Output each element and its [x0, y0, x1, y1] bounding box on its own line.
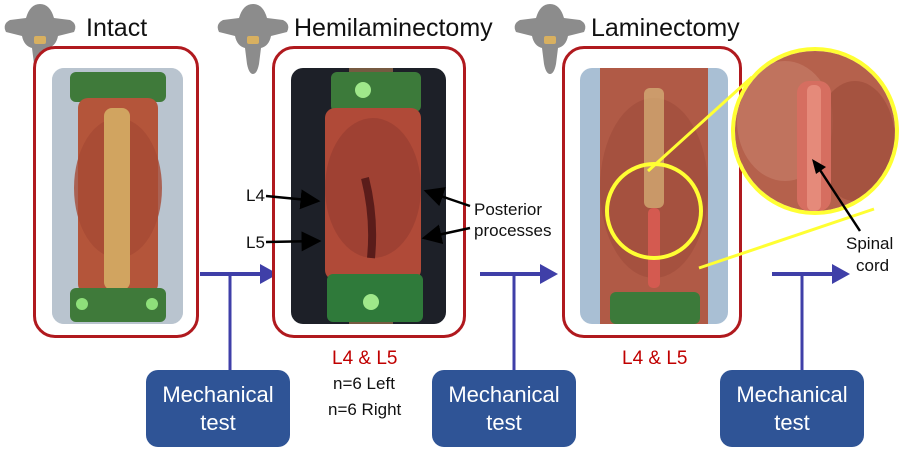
specimen-photo-laminectomy [580, 68, 728, 324]
mechanical-test-box-1: Mechanical test [146, 370, 290, 447]
test-label-line1: Mechanical [448, 381, 560, 407]
process-arrow-3 [772, 264, 850, 372]
hemi-levels-label: L4 & L5 [332, 348, 398, 369]
hemi-left-count: n=6 Left [333, 374, 395, 393]
stage-title-intact: Intact [86, 14, 148, 42]
process-arrow-1 [200, 264, 278, 372]
vertebra-icon [217, 4, 289, 74]
vertebra-icon [514, 4, 586, 74]
specimen-photo-intact [52, 68, 183, 324]
zoomed-detail-photo [731, 47, 899, 215]
test-label-line2: test [486, 409, 522, 435]
mechanical-test-box-2: Mechanical test [432, 370, 576, 447]
mechanical-test-box-3: Mechanical test [720, 370, 864, 447]
test-label-line1: Mechanical [162, 381, 274, 407]
test-label-line2: test [200, 409, 236, 435]
test-label-line2: test [774, 409, 810, 435]
specimen-photo-hemilaminectomy [291, 68, 446, 324]
stage-title-laminectomy: Laminectomy [591, 14, 740, 42]
vertebra-icon [4, 4, 76, 74]
label-spinal-cord-2: cord [856, 256, 890, 275]
label-l5: L5 [246, 233, 265, 252]
label-l4: L4 [246, 186, 265, 205]
label-posterior-processes-1: Posterior [474, 200, 543, 219]
lami-levels-label: L4 & L5 [622, 348, 688, 369]
stage-title-hemilaminectomy: Hemilaminectomy [294, 14, 493, 42]
hemi-right-count: n=6 Right [328, 400, 402, 419]
label-spinal-cord-1: Spinal [846, 234, 894, 253]
label-posterior-processes-2: processes [474, 221, 552, 240]
process-arrow-2 [480, 264, 558, 372]
test-label-line1: Mechanical [736, 381, 848, 407]
